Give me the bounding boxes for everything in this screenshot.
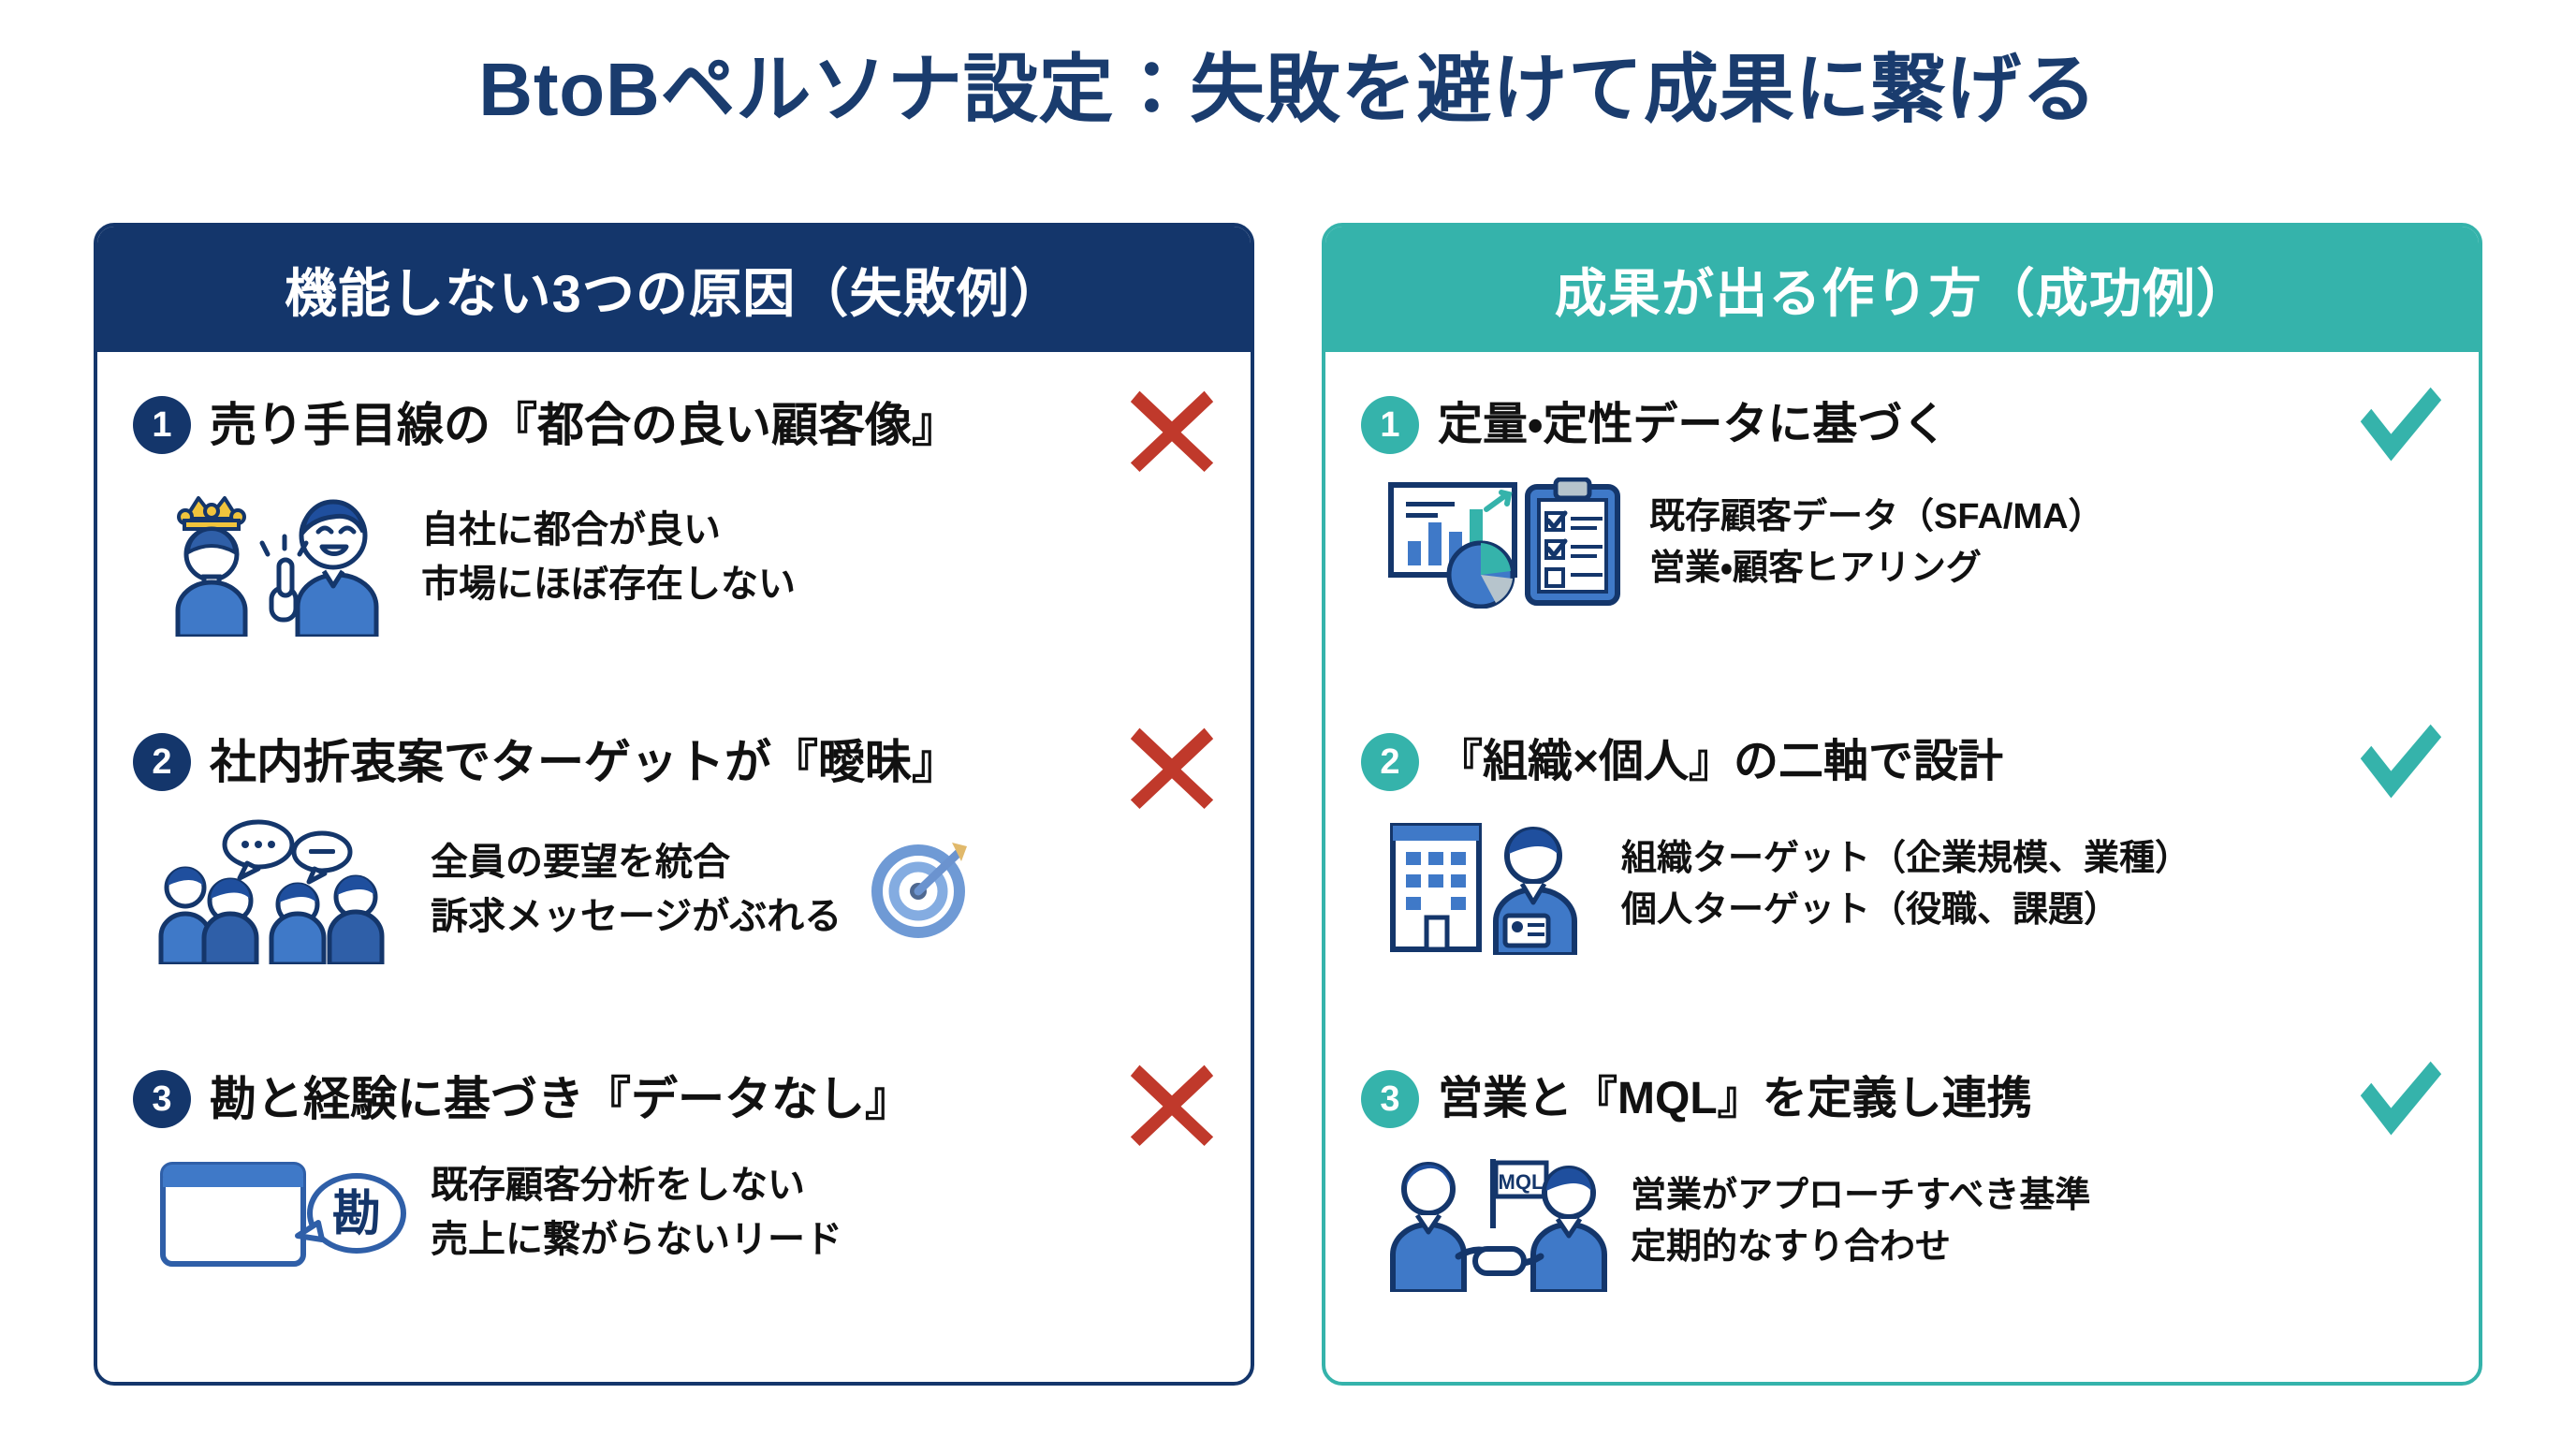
success-item-2-detail-text: 組織ターゲット（企業規模、業種） 個人ターゲット（役職、課題） (1621, 833, 2190, 936)
detail-line: 訴求メッセージがぶれる (431, 896, 842, 937)
detail-line: 既存顧客データ（SFA/MA） (1649, 496, 2104, 536)
success-item-3-number: 3 (1361, 1070, 1419, 1128)
failure-item-3-head: 3 勘と経験に基づき『データなし』 (125, 1050, 1222, 1148)
x-mark-icon (1130, 1064, 1214, 1146)
success-item-1: 1 定量・定性データに基づく (1354, 376, 2451, 713)
detail-line: 自社に都合が良い (421, 509, 721, 550)
success-item-2-detail: 組織ターゲット（企業規模、業種） 個人ターゲット（役職、課題） (1354, 814, 2451, 955)
failure-item-1-title: 売り手目線の『都合の良い顧客像』 (210, 398, 959, 451)
chart-and-clipboard-icon (1388, 477, 1620, 609)
success-item-1-detail: 既存顧客データ（SFA/MA） 営業・顧客ヒアリング (1354, 477, 2451, 609)
success-item-2-head: 2 『組織×個人』の二軸で設計 (1354, 713, 2451, 811)
success-item-3-head: 3 営業と『MQL』を定義し連携 (1354, 1050, 2451, 1148)
success-panel-header: 成果が出る作り方（成功例） (1325, 227, 2479, 352)
page-title: BtoBペルソナ設定：失敗を避けて成果に繋げる (478, 48, 2098, 131)
success-item-3-title: 営業と『MQL』を定義し連携 (1438, 1073, 2032, 1123)
empty-document-with-kan-bubble-icon: 勘 (160, 1162, 406, 1267)
detail-line: 既存顧客分析をしない (431, 1165, 805, 1206)
building-and-person-badge-icon (1390, 823, 1577, 955)
detail-line: 組織ターゲット（企業規模、業種） (1621, 838, 2191, 878)
failure-item-1-detail: 自社に都合が良い 市場にほぼ存在しない (125, 477, 1222, 637)
failure-item-1: 1 売り手目線の『都合の良い顧客像』 (125, 376, 1222, 713)
failure-item-2-detail: 全員の要望を統合 訴求メッセージがぶれる (125, 814, 1222, 964)
success-item-3: 3 営業と『MQL』を定義し連携 MQL (1354, 1050, 2451, 1382)
group-discussion-icon (158, 819, 385, 964)
target-blurred-icon (871, 843, 968, 938)
failure-item-3: 3 勘と経験に基づき『データなし』 勘 既 (125, 1050, 1222, 1382)
success-panel: 成果が出る作り方（成功例） 1 定量・定性データに基づく (1322, 223, 2482, 1386)
check-mark-icon (2360, 1061, 2442, 1136)
failure-item-2-head: 2 社内折衷案でターゲットが『曖昧』 (125, 713, 1222, 811)
detail-line: 市場にほぼ存在しない (421, 564, 796, 605)
failure-item-3-detail: 勘 既存顧客分析をしない 売上に繋がらないリード (125, 1152, 1222, 1273)
failure-item-2-detail-text: 全員の要望を統合 訴求メッセージがぶれる (431, 835, 842, 944)
failure-item-3-title: 勘と経験に基づき『データなし』 (210, 1072, 912, 1125)
failure-item-1-head: 1 売り手目線の『都合の良い顧客像』 (125, 376, 1222, 474)
failure-item-1-number: 1 (133, 396, 191, 454)
king-and-pointing-person-icon (175, 496, 379, 637)
failure-item-3-detail-text: 既存顧客分析をしない 売上に繋がらないリード (431, 1158, 842, 1267)
failure-item-2-number: 2 (133, 733, 191, 791)
detail-line: 営業がアプローチすべき基準 (1631, 1175, 2091, 1215)
mql-flag-label: MQL (1499, 1170, 1544, 1194)
success-item-3-detail-text: 営業がアプローチすべき基準 定期的なすり合わせ (1631, 1170, 2090, 1273)
success-item-2-number: 2 (1361, 733, 1419, 791)
failure-item-3-number: 3 (133, 1070, 191, 1128)
check-mark-icon (2360, 724, 2442, 799)
detail-line: 定期的なすり合わせ (1631, 1227, 1952, 1267)
success-item-1-title: 定量・定性データに基づく (1438, 399, 1948, 449)
success-item-1-number: 1 (1361, 396, 1419, 454)
failure-panel-body: 1 売り手目線の『都合の良い顧客像』 (97, 352, 1251, 1382)
detail-line: 全員の要望を統合 (431, 842, 730, 883)
detail-line: 売上に繋がらないリード (431, 1219, 842, 1260)
failure-item-2: 2 社内折衷案でターゲットが『曖昧』 (125, 713, 1222, 1050)
success-item-1-head: 1 定量・定性データに基づく (1354, 376, 2451, 474)
success-item-1-detail-text: 既存顧客データ（SFA/MA） 営業・顧客ヒアリング (1649, 492, 2104, 594)
success-item-2-title: 『組織×個人』の二軸で設計 (1438, 736, 2004, 786)
success-item-3-detail: MQL (1354, 1152, 2451, 1292)
success-item-2: 2 『組織×個人』の二軸で設計 (1354, 713, 2451, 1050)
detail-line: 個人ターゲット（役職、課題） (1621, 890, 2120, 930)
failure-item-1-detail-text: 自社に都合が良い 市場にほぼ存在しない (421, 503, 796, 611)
failure-panel-header: 機能しない3つの原因（失敗例） (97, 227, 1251, 352)
success-panel-body: 1 定量・定性データに基づく (1325, 352, 2479, 1382)
handshake-with-mql-flag-icon: MQL (1390, 1159, 1607, 1292)
failure-item-2-title: 社内折衷案でターゲットが『曖昧』 (210, 735, 959, 788)
detail-line: 営業・顧客ヒアリング (1649, 549, 1982, 588)
x-mark-icon (1130, 390, 1214, 472)
check-mark-icon (2360, 387, 2442, 462)
kan-bubble-label: 勘 (332, 1187, 381, 1241)
x-mark-icon (1130, 727, 1214, 809)
failure-panel: 機能しない3つの原因（失敗例） 1 売り手目線の『都合の良い顧客像』 (94, 223, 1254, 1386)
